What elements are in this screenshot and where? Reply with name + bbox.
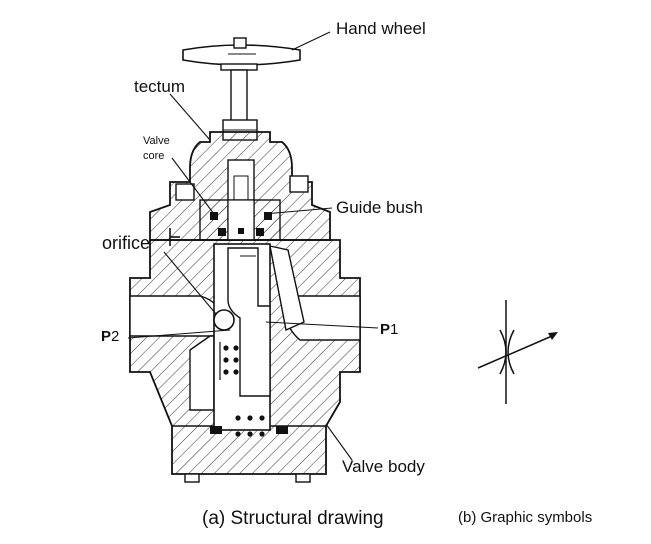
label-p1-letter: P [380, 321, 390, 338]
label-tectum: tectum [134, 77, 185, 96]
label-p1-sub: 1 [390, 321, 398, 338]
orifice-marker [169, 228, 180, 246]
leader-lines [127, 31, 379, 461]
label-valve-core-line2: core [143, 150, 164, 162]
caption-graphic-symbols: (b) Graphic symbols [458, 509, 592, 526]
valve-body [129, 239, 361, 483]
hand-wheel [182, 37, 301, 66]
valve-stem [220, 63, 258, 141]
label-orifice: orifice [102, 233, 150, 253]
label-p1: P1 [380, 321, 398, 338]
label-p2: P2 [101, 328, 119, 345]
label-valve-core-line1: Valve [143, 135, 170, 147]
label-valve-body: Valve body [342, 457, 425, 476]
guide-bush [199, 199, 281, 241]
label-hand-wheel: Hand wheel [336, 19, 426, 38]
label-p2-letter: P [101, 328, 111, 345]
label-guide-bush: Guide bush [336, 198, 423, 217]
label-p2-sub: 2 [111, 328, 119, 345]
throttle-symbol [477, 300, 558, 404]
caption-structural-drawing: (a) Structural drawing [202, 508, 384, 529]
